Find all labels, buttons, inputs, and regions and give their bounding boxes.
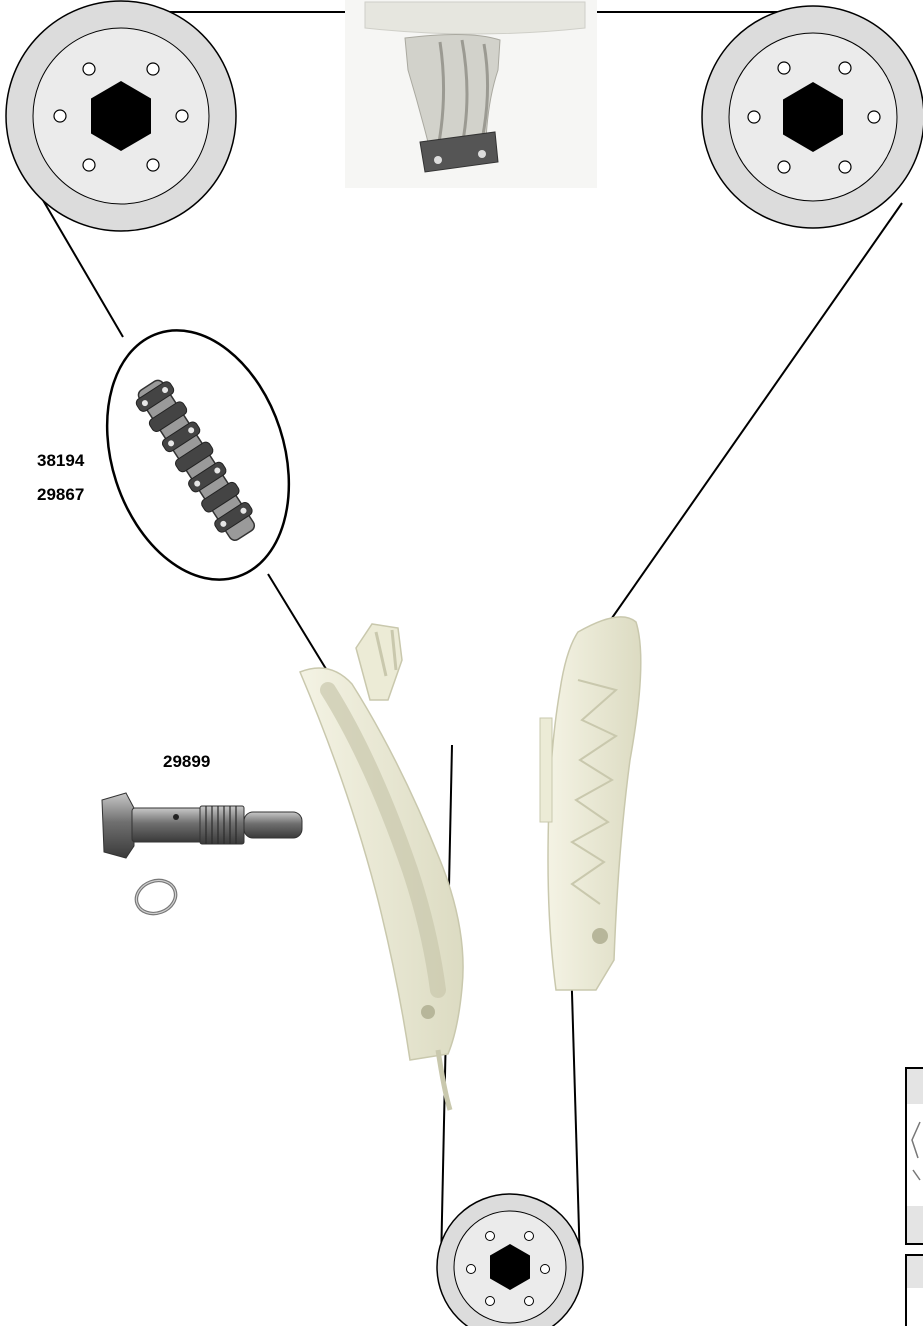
right-guide-rail-icon [540, 617, 641, 990]
sprocket-top-right-icon [702, 6, 923, 228]
sprocket-bottom-icon [437, 1194, 583, 1326]
tensioner-bolt-icon [102, 793, 302, 858]
chain-line-right [598, 203, 902, 638]
left-guide-rail-icon [300, 624, 463, 1110]
sprocket-top-left-icon [6, 1, 236, 231]
chain-part-number-1: 38194 [37, 451, 85, 470]
inset-panel-lower [906, 1255, 923, 1326]
seal-ring-icon [132, 875, 181, 919]
chain-callout [77, 307, 320, 604]
chain-line-left-lower [268, 574, 334, 682]
top-guide-rail-icon [345, 0, 597, 188]
inset-panel-upper [906, 1068, 923, 1244]
chain-part-number-2: 29867 [37, 485, 84, 504]
tensioner-part-number: 29899 [163, 752, 210, 771]
